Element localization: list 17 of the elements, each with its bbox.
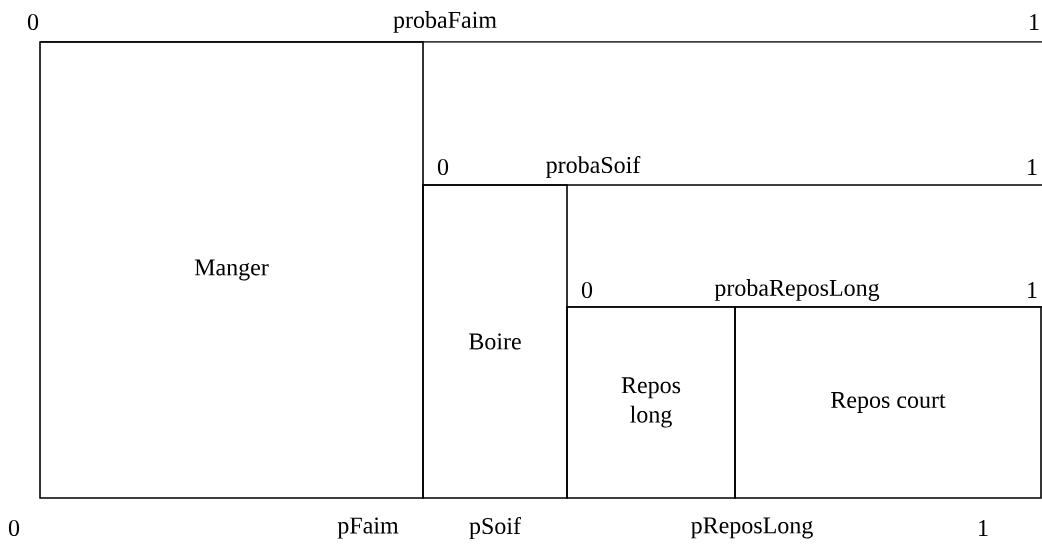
axis-label: 0 — [8, 519, 20, 537]
axis-label: pSoif — [469, 517, 521, 539]
axis-label: 1 — [1030, 14, 1039, 30]
axis-label: 1 — [979, 520, 988, 536]
axis-label: pReposLong — [691, 517, 813, 539]
axis-label: probaFaim — [393, 11, 497, 33]
axis-label: 1 — [1028, 159, 1037, 175]
axis-label: probaSoif — [546, 156, 641, 178]
axis-label: 0 — [437, 158, 449, 176]
axis-label: probaReposLong — [714, 279, 880, 301]
axis-label: 0 — [27, 13, 39, 31]
segment-box: Repos court — [734, 306, 1042, 499]
segment-box: Repos long — [566, 306, 736, 499]
axis-label: pFaim — [337, 517, 399, 539]
axis-label: 0 — [581, 281, 593, 299]
segment-box: Manger — [39, 41, 424, 499]
segment-box: Boire — [422, 184, 568, 499]
